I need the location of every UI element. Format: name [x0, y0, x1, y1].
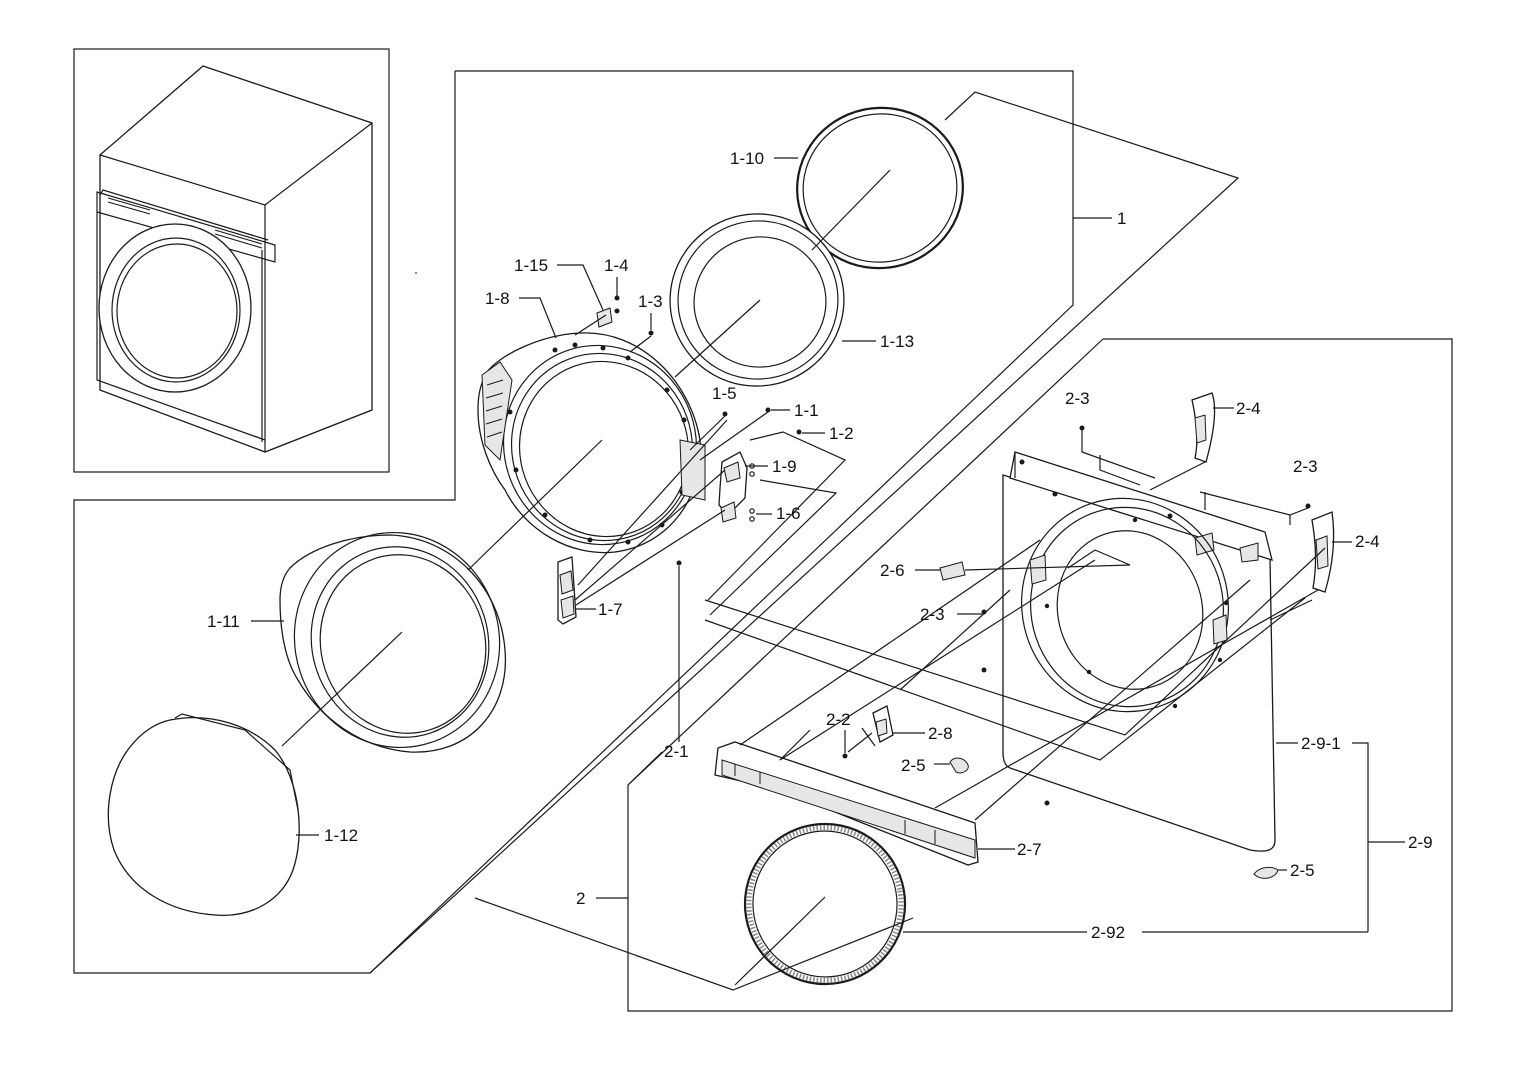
overview-frame — [73, 48, 390, 473]
callout-2-7: 2-7 — [1017, 840, 1042, 859]
callout-2-6: 2-6 — [880, 561, 905, 580]
callout-1-4: 1-4 — [604, 256, 629, 275]
callout-1-15: 1-15 — [514, 256, 548, 275]
callout-2-5-right: 2-5 — [1290, 861, 1315, 880]
part-1-1-screw — [765, 407, 771, 413]
leader-lines — [251, 91, 1405, 991]
callout-2-5-left: 2-5 — [901, 756, 926, 775]
callout-2-4-right: 2-4 — [1355, 532, 1380, 551]
part-2-6-clip — [939, 561, 966, 581]
part-1-11-outer-door — [279, 531, 507, 753]
callout-1-5: 1-5 — [712, 384, 737, 403]
assembly-2-parts — [714, 392, 1335, 986]
callout-2-1: 2-1 — [664, 742, 689, 761]
assembly-1-parts — [107, 106, 964, 916]
callout-2-4-top: 2-4 — [1236, 399, 1261, 418]
callout-2-3-right: 2-3 — [1293, 457, 1318, 476]
part-2-3-screw — [1079, 425, 1085, 431]
callout-2-9-1: 2-9-1 — [1301, 734, 1341, 753]
callout-1-9: 1-9 — [772, 457, 797, 476]
part-1-12-cover — [107, 717, 300, 916]
part-1-15-latch — [596, 307, 613, 328]
callout-2-9: 2-9 — [1408, 833, 1433, 852]
part-2-9-1-front-panel — [1002, 451, 1276, 852]
callout-2: 2 — [576, 889, 585, 908]
callout-1-7: 1-7 — [598, 600, 623, 619]
callout-1: 1 — [1117, 209, 1126, 228]
part-1-10-gasket — [796, 106, 964, 270]
part-1-5-screw — [722, 411, 728, 417]
part-2-7-control-panel — [714, 741, 979, 866]
part-2-5-spring-2 — [1253, 866, 1279, 879]
callout-labels: 1 1-10 1-13 1-15 1-4 1-8 1-3 1-5 1-1 1-2… — [207, 149, 1433, 942]
callout-1-10: 1-10 — [730, 149, 764, 168]
callout-2-3-left: 2-3 — [920, 605, 945, 624]
callout-1-8: 1-8 — [485, 289, 510, 308]
callout-1-3: 1-3 — [638, 292, 663, 311]
part-1-13-inner-glass — [669, 213, 845, 387]
callout-1-2: 1-2 — [829, 424, 854, 443]
part-2-2-screw — [842, 753, 848, 759]
assembly-2-frame — [627, 338, 1453, 1012]
assembly-1-frame — [73, 70, 1074, 974]
part-2-1-screw — [676, 560, 682, 566]
callout-1-13: 1-13 — [880, 332, 914, 351]
part-2-5-spring — [949, 757, 969, 774]
part-2-92-gasket — [743, 822, 907, 986]
dryer-overview-illustration — [96, 65, 417, 453]
callout-1-6: 1-6 — [776, 504, 801, 523]
callout-1-12: 1-12 — [324, 826, 358, 845]
callout-2-8: 2-8 — [928, 724, 953, 743]
callout-2-92: 2-92 — [1091, 923, 1125, 942]
part-1-3-screw — [648, 330, 654, 336]
part-1-8-door-frame — [477, 332, 706, 554]
part-1-2-screw — [796, 429, 802, 435]
callout-1-11: 1-11 — [207, 612, 240, 631]
frames — [73, 48, 1453, 1012]
callout-2-3-top: 2-3 — [1065, 389, 1090, 408]
callout-2-2: 2-2 — [826, 710, 851, 729]
callout-1-1: 1-1 — [794, 401, 819, 420]
